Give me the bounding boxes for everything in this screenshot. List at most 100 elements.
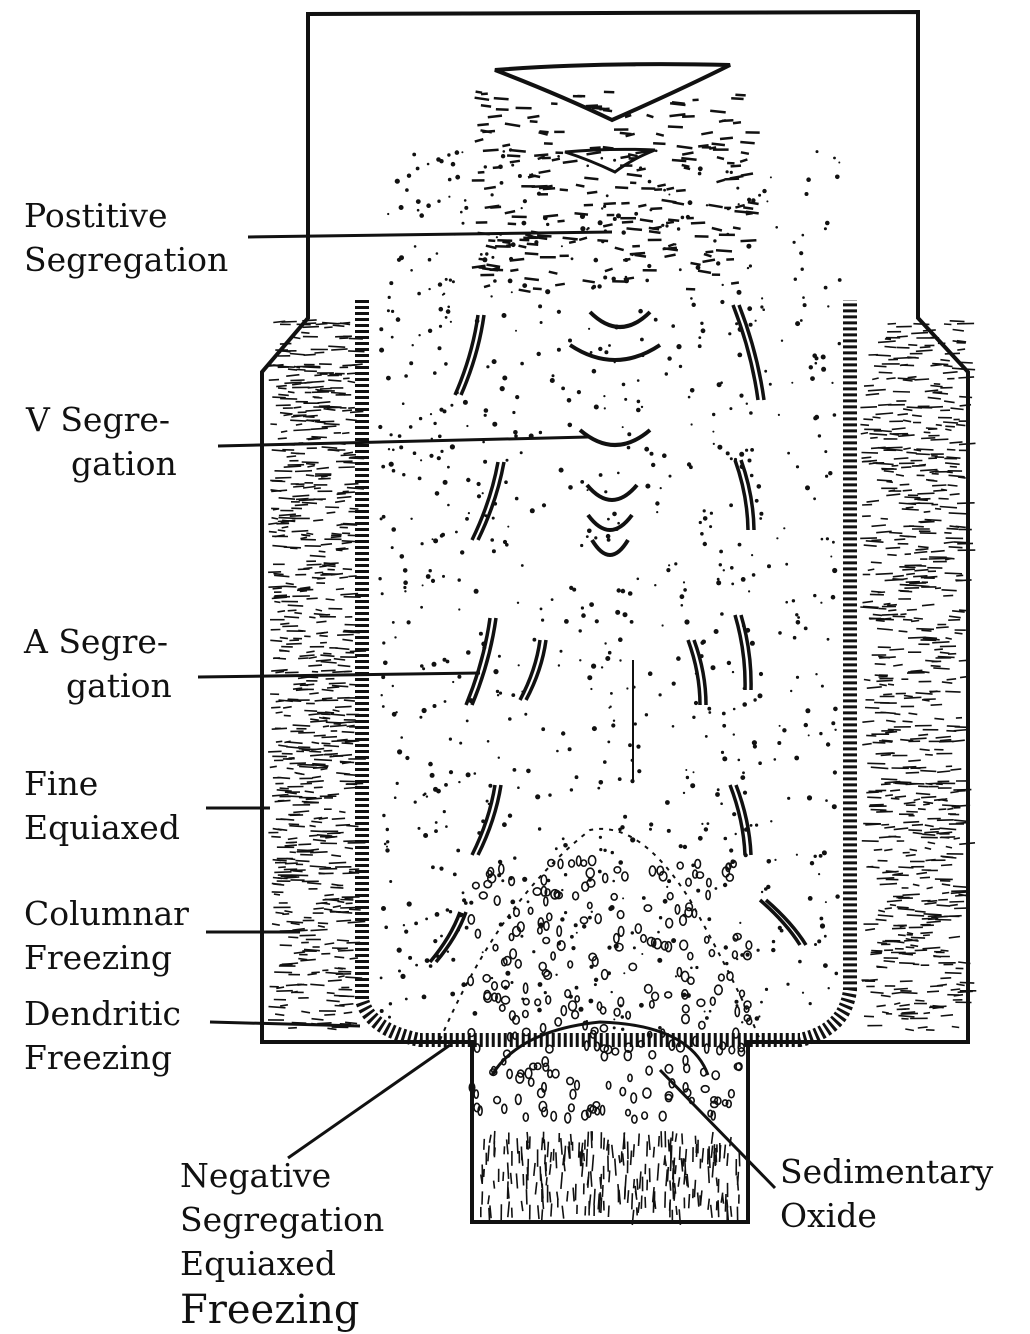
columnar-grain [902, 569, 915, 570]
grain-dot [491, 977, 493, 979]
columnar-grain [894, 828, 909, 830]
columnar-grain [350, 958, 358, 959]
columnar-grain [315, 572, 324, 573]
grain-dot [628, 591, 633, 596]
grain-dot [716, 580, 721, 585]
columnar-grain [948, 485, 958, 486]
grain-dot [433, 787, 438, 792]
leader-a [198, 673, 480, 677]
segregation-dash [519, 290, 531, 292]
grain-dot [442, 575, 445, 578]
segregation-dash [712, 228, 722, 231]
columnar-grain [310, 866, 326, 867]
columnar-grain [619, 1155, 620, 1163]
oxide-grain [650, 1001, 654, 1008]
columnar-grain [625, 1190, 626, 1200]
grain-dot [561, 889, 563, 891]
columnar-grain [871, 591, 881, 592]
columnar-grain [546, 1177, 547, 1185]
grain-dot [389, 462, 394, 467]
grain-dot [654, 584, 656, 586]
grain-dot [613, 159, 616, 162]
grain-dot [780, 929, 784, 933]
columnar-grain [946, 638, 952, 639]
grain-dot [413, 451, 417, 455]
oxide-grain [729, 1090, 735, 1098]
grain-dot [520, 362, 524, 366]
columnar-grain [284, 911, 292, 913]
segregation-dash [666, 222, 674, 223]
columnar-grain [342, 541, 356, 542]
grain-dot [493, 669, 498, 674]
label-dendritic-freezing: Dendritic Freezing [24, 992, 181, 1080]
columnar-grain [886, 378, 895, 379]
columnar-grain [290, 420, 306, 421]
columnar-grain [508, 1163, 509, 1179]
grain-dot [604, 350, 608, 354]
columnar-grain [286, 375, 299, 377]
grain-dot [524, 713, 527, 716]
grain-dot [392, 712, 397, 717]
columnar-grain [318, 402, 331, 403]
columnar-grain [931, 365, 942, 366]
columnar-grain [950, 905, 958, 906]
label-line: V Segre- [26, 398, 177, 442]
columnar-grain [867, 501, 880, 503]
columnar-grain [871, 951, 882, 952]
grain-dot [802, 992, 804, 994]
grain-dot [647, 264, 651, 268]
grain-dot [450, 404, 453, 407]
grain-dot [825, 901, 827, 903]
grain-dot [716, 261, 720, 265]
columnar-grain [865, 708, 879, 709]
grain-dot [592, 285, 596, 289]
segregation-dash [662, 200, 677, 202]
columnar-grain [349, 909, 361, 910]
segregation-dash [475, 139, 484, 141]
label-sedimentary-oxide: Sedimentary Oxide [780, 1150, 993, 1238]
grain-dot [570, 788, 573, 791]
grain-dot [449, 279, 452, 282]
a-streak [520, 640, 546, 700]
columnar-grain [278, 394, 289, 395]
columnar-grain [269, 1007, 286, 1008]
grain-dot [503, 540, 507, 544]
oxide-grain [484, 881, 492, 888]
columnar-grain [304, 711, 317, 712]
columnar-grain [508, 1201, 510, 1217]
columnar-grain [898, 1016, 914, 1017]
columnar-grain [922, 604, 934, 605]
grain-dot [439, 325, 442, 328]
oxide-grain [581, 860, 587, 866]
oxide-grain [683, 1083, 688, 1092]
columnar-grain [942, 884, 950, 885]
columnar-grain [943, 422, 958, 423]
grain-dot [603, 849, 606, 852]
columnar-grain [894, 458, 909, 459]
columnar-grain [309, 714, 323, 715]
segregation-dash [676, 190, 686, 191]
columnar-grain [655, 1201, 656, 1209]
oxide-grain [541, 875, 547, 885]
columnar-grain [288, 610, 297, 611]
segregation-dash [722, 120, 733, 121]
columnar-grain [694, 1180, 695, 1197]
grain-dot [392, 449, 395, 452]
columnar-grain [879, 431, 892, 432]
columnar-grain [885, 732, 897, 733]
columnar-grain [867, 687, 882, 688]
columnar-grain [927, 901, 937, 902]
segregation-dash [743, 207, 753, 208]
grain-dot [391, 546, 394, 549]
grain-dot [552, 374, 555, 377]
oxide-grain [622, 872, 628, 881]
oxide-grain [570, 1090, 576, 1099]
grain-dot [409, 425, 413, 429]
columnar-grain [708, 1199, 709, 1210]
columnar-grain [348, 408, 355, 409]
grain-dot [592, 726, 597, 731]
segregation-dash [597, 240, 608, 241]
grain-dot [695, 966, 698, 969]
grain-dot [834, 729, 836, 731]
segregation-dash [575, 213, 589, 214]
